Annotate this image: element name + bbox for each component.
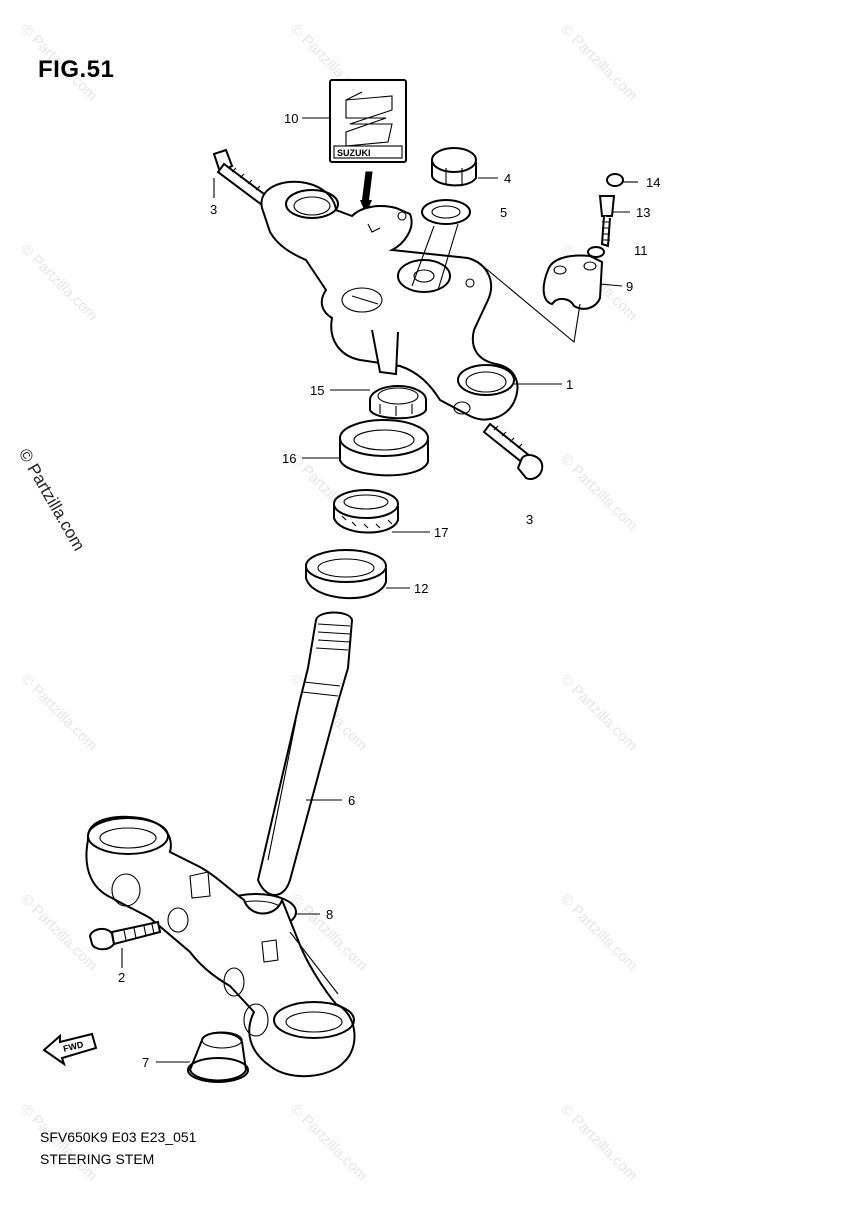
figure-name: STEERING STEM	[40, 1151, 155, 1167]
watermark-tile: © Partzilla.com	[557, 671, 640, 754]
callout-leaders	[121, 117, 638, 1063]
part-emblem-suzuki: SUZUKI	[329, 79, 407, 214]
fwd-arrow-icon: FWD	[42, 1032, 98, 1067]
callout-9: 9	[626, 279, 633, 294]
part-washer	[411, 199, 471, 291]
figure-title: FIG.51	[38, 56, 115, 83]
callout-4: 4	[504, 171, 511, 186]
watermark-tile: © Partzilla.com	[557, 1101, 640, 1184]
part-stem-nut	[369, 385, 427, 420]
fwd-arrow-label: FWD	[62, 1039, 85, 1054]
watermark-tile: © Partzilla.com	[17, 671, 100, 754]
watermark-tile: © Partzilla.com	[557, 451, 640, 534]
part-pinch-bolt-lower	[88, 920, 162, 951]
callout-2: 2	[118, 970, 125, 985]
watermark-tile: © Partzilla.com	[557, 21, 640, 104]
part-lower-bracket	[85, 815, 356, 1078]
callout-7: 7	[142, 1055, 149, 1070]
callout-12: 12	[414, 581, 428, 596]
callout-6: 6	[348, 793, 355, 808]
callout-16: 16	[282, 451, 296, 466]
part-bolt-cap	[606, 173, 624, 187]
callout-17: 17	[434, 525, 448, 540]
callout-11: 11	[634, 243, 648, 258]
watermark-tile: © Partzilla.com	[557, 891, 640, 974]
part-dust-seal	[339, 419, 429, 477]
part-upper-bearing	[333, 489, 399, 534]
watermark-tile: © Partzilla.com	[17, 891, 100, 974]
part-handlebar-bolt	[598, 195, 616, 248]
leader-line	[599, 283, 623, 287]
callout-1: 1	[566, 377, 573, 392]
callout-15: 15	[310, 383, 324, 398]
callout-3-upper: 3	[210, 202, 217, 217]
watermark-tile: © Partzilla.com	[17, 241, 100, 324]
callout-8: 8	[326, 907, 333, 922]
callout-3-lower: 3	[526, 512, 533, 527]
callout-14: 14	[646, 175, 660, 190]
callout-13: 13	[636, 205, 650, 220]
part-small-washer	[587, 246, 605, 258]
emblem-brand-text: SUZUKI	[337, 148, 371, 158]
figure-code: SFV650K9 E03 E23_051	[40, 1129, 197, 1145]
callout-labels: 10 4 14 3 5 13 11 9 1 15 16 3 17 12 6 8 …	[118, 111, 660, 1070]
callout-10: 10	[284, 111, 298, 126]
part-handlebar-holder	[477, 254, 604, 344]
part-bearing-race	[305, 549, 387, 600]
part-cap-nut	[431, 147, 477, 187]
part-spacer-cap	[187, 1031, 249, 1083]
callout-5: 5	[500, 205, 507, 220]
part-pinch-bolt-lower-right	[482, 422, 544, 480]
part-steering-stem	[256, 611, 354, 896]
part-upper-bracket	[260, 180, 519, 421]
watermark-tile: © Partzilla.com	[287, 1101, 370, 1184]
